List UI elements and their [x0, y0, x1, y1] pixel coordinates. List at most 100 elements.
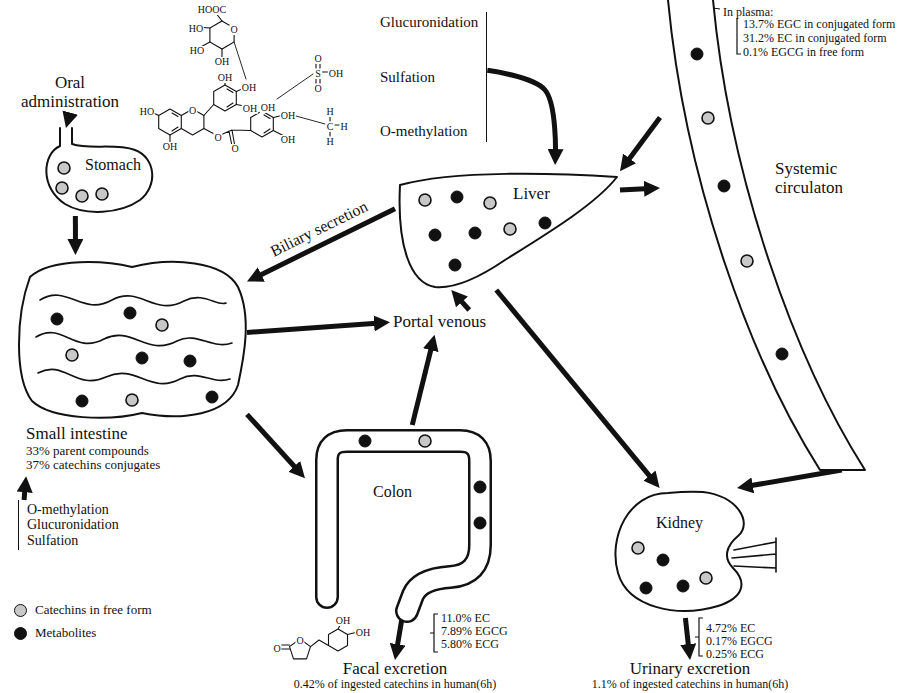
- legend-item: Metabolites: [14, 625, 152, 641]
- flow-arrow: [620, 188, 650, 190]
- faecal-value-label: 5.80% ECG: [440, 634, 500, 652]
- atom-text: OH: [335, 616, 351, 626]
- conjugation-list: GlucuronidationSulfationO-methylation: [380, 12, 487, 142]
- organ-circulation: Systemic circulaton: [660, 0, 916, 470]
- atom-label: OH: [280, 129, 296, 147]
- carbonyl-bond: [281, 645, 290, 649]
- atom-text: HO: [189, 46, 205, 56]
- atom-text: OH: [280, 135, 296, 145]
- legend-item: Catechins in free form: [14, 602, 152, 618]
- blood-vessel: [668, 0, 865, 470]
- bond: [204, 105, 214, 116]
- atom-label: C: [326, 116, 335, 134]
- metabolite-dot: [76, 395, 88, 407]
- metabolite-dot: [124, 307, 136, 319]
- atom-text: HO: [139, 107, 155, 117]
- free-catechin-dot: [56, 182, 68, 194]
- metabolite-dot: [469, 227, 481, 239]
- legend-text: Metabolites: [35, 625, 96, 641]
- metabolite-dot: [429, 229, 441, 241]
- node-heading: Colon: [373, 483, 412, 501]
- atom-text: OH: [328, 69, 344, 79]
- atom-text: OH: [217, 73, 233, 83]
- atom-label: OH: [162, 136, 178, 154]
- free-catechin-dot: [419, 435, 431, 447]
- free-catechin-dot: [702, 112, 714, 124]
- node-heading: Glucuronidation: [380, 14, 478, 31]
- atom-label: O: [230, 138, 239, 156]
- atom-label: O: [313, 78, 322, 96]
- metabolite-dot: [474, 517, 486, 529]
- plasma-value-label: 13.7% EGC in conjugated form: [742, 14, 896, 32]
- urinary-value-text: 0.17% EGCG: [705, 635, 774, 647]
- plasma-value-text: 13.7% EGC in conjugated form: [742, 18, 896, 30]
- free-catechin-dot: [632, 542, 644, 554]
- faecal-value-label: 11.0% EC: [440, 608, 491, 626]
- atom-label: O: [313, 48, 322, 66]
- legend-swatch: [14, 604, 27, 617]
- atom-label: O: [295, 630, 304, 648]
- metabolite-dot: [640, 582, 652, 594]
- atom-label: OH: [241, 77, 257, 95]
- faecal-value-label: 7.89% EGCG: [440, 621, 509, 639]
- kidney-outline: [615, 492, 743, 611]
- faecal-value-text: 5.80% ECG: [440, 638, 500, 650]
- egcg-structure: [147, 76, 288, 147]
- galloyl-ring: [251, 111, 274, 137]
- free-catechin-dot: [484, 197, 496, 209]
- free-catechin-dot: [96, 188, 108, 200]
- atom-label: OH: [214, 51, 230, 69]
- free-catechin-dot: [156, 319, 168, 331]
- organ-stomach: Stomach: [40, 128, 158, 216]
- organ-small-intestine: Small intestine33% parent compounds37% c…: [12, 255, 247, 476]
- intestine-drawing: [12, 255, 247, 420]
- atom-label: OH: [280, 105, 296, 123]
- legend-swatch: [14, 627, 27, 640]
- liver-drawing: [395, 165, 620, 290]
- urinary-value-label: 4.72% EC: [705, 618, 756, 636]
- atom-label: HO: [188, 18, 204, 36]
- node-heading: Facal excretion: [294, 660, 497, 678]
- node-note: 1.1% of ingested catechins in human(6h): [592, 678, 789, 691]
- free-catechin-dot: [419, 194, 431, 206]
- node-note: Glucuronidation: [27, 517, 119, 532]
- methyl-structure: [296, 114, 340, 136]
- free-catechin-dot: [741, 255, 753, 267]
- atom-label: O: [213, 127, 222, 145]
- leader-line: [234, 42, 246, 79]
- atom-label: O: [229, 19, 238, 37]
- plasma-bracket: [737, 14, 741, 54]
- flow-arrow: [458, 297, 469, 310]
- legend: Catechins in free formMetabolites: [14, 602, 152, 648]
- node-heading: Oral administration: [12, 74, 128, 111]
- excretion-label: Facal excretion0.42% of ingested catechi…: [294, 660, 497, 690]
- free-catechin-dot: [58, 162, 70, 174]
- colon-drawing: [305, 425, 500, 615]
- circ-drawing: [660, 0, 916, 470]
- start-label: Oral administration: [10, 72, 130, 113]
- atom-text: OH: [241, 83, 257, 93]
- atom-text: H: [325, 137, 334, 147]
- chain-bond: [311, 640, 329, 647]
- leader-line: [296, 116, 325, 124]
- intestine-outline: [19, 262, 246, 418]
- organ-liver: Liver: [395, 165, 620, 290]
- atom-text: OH: [260, 103, 276, 113]
- node-note: Sulfation: [27, 533, 119, 548]
- intestine-fold: [40, 295, 226, 306]
- metabolite-dot: [451, 191, 463, 203]
- free-catechin-dot: [126, 394, 138, 406]
- atom-text: HO: [188, 24, 204, 34]
- metabolite-dot: [657, 554, 669, 566]
- flow-arrow: [626, 118, 660, 164]
- plasma-value-text: 0.1% EGCG in free form: [742, 46, 865, 58]
- hydroxyl-bond: [147, 76, 250, 145]
- metabolite-dot: [474, 481, 486, 493]
- legend-text: Catechins in free form: [35, 602, 152, 618]
- urinary-value-label: 0.17% EGCG: [705, 631, 774, 649]
- atom-label: HOOC: [197, 0, 227, 17]
- flow-arrow: [247, 414, 298, 470]
- atom-text: OH: [214, 57, 230, 67]
- node-note: Sulfation: [380, 69, 478, 86]
- atom-label: HO: [189, 40, 205, 58]
